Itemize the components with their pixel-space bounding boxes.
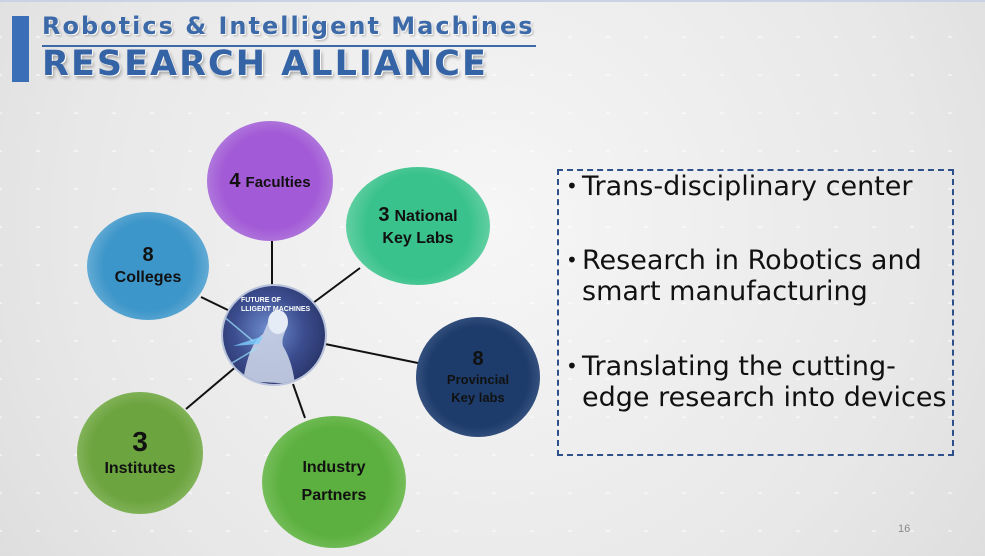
provincial-label-line1: Provincial [446,372,510,387]
page-title: RESEARCH ALLIANCE [42,44,488,84]
national-label-line1: National [394,207,458,225]
bullet-1-text: Trans-disciplinary center [582,171,913,202]
colleges-count: 8 [142,244,154,266]
title-divider [42,45,536,47]
industry-label-line1: Industry [302,459,366,476]
connector-national [312,267,361,304]
bullet-symbol: • [566,354,578,378]
info-box: • Trans-disciplinary center • Research i… [557,169,954,456]
bullet-item-3: • Translating the cutting- edge research… [566,351,947,413]
bullet-3-line2: edge research into devices [582,382,947,413]
bullet-item-2: • Research in Robotics and smart manufac… [566,245,922,307]
node-faculties: 4 Faculties [207,121,333,241]
hub-image-robot: FUTURE OF LLIGENT MACHINES [223,286,325,384]
bullet-3-line1: Translating the cutting- [582,351,896,382]
institutes-label: Institutes [104,460,176,477]
bullet-item-1: • Trans-disciplinary center [566,171,912,202]
bullet-symbol: • [566,248,578,272]
institutes-count: 3 [132,426,148,457]
bullet-2-line2: smart manufacturing [582,276,868,307]
title-subtitle: Robotics & Intelligent Machines [42,12,535,40]
industry-label-line2: Partners [301,487,367,504]
top-border-line [0,0,985,2]
hub-text-line2: LLIGENT MACHINES [241,306,311,313]
provincial-count: 8 [472,348,484,370]
bullet-2-line1: Research in Robotics and [582,245,922,276]
national-label-line2: Key Labs [382,229,454,247]
hub-text-line1: FUTURE OF [241,297,282,304]
colleges-label: Colleges [114,269,182,286]
national-count: 3 [378,203,390,226]
node-colleges: 8 Colleges [87,212,209,320]
connector-institutes [185,364,239,410]
node-industry-partners: Industry Partners [262,416,406,548]
faculties-label: Faculties [245,174,311,191]
connector-provincial [324,343,419,364]
page-number: 16 [898,523,911,535]
node-national-key-labs: 3 National Key Labs [346,167,490,285]
node-provincial-key-labs: 8 Provincial Key labs [416,317,540,437]
robot-figure-icon [223,310,295,384]
title-accent-bar [12,16,29,82]
connector-industry [292,383,306,419]
bullet-symbol: • [566,174,578,198]
faculties-count: 4 [229,170,241,192]
node-institutes: 3 Institutes [77,392,203,514]
provincial-label-line2: Key labs [451,390,505,405]
